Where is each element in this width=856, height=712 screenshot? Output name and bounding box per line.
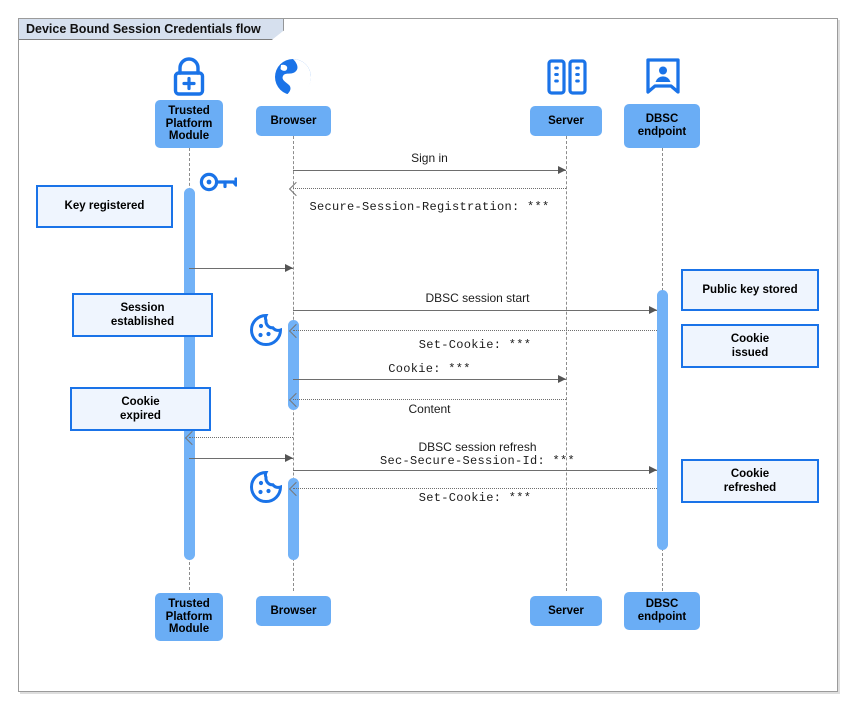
message-line-browser-to-tpm xyxy=(189,437,293,438)
message-arrowhead-dbsc-session-refresh xyxy=(649,466,657,474)
message-arrowhead-cookie xyxy=(558,375,566,383)
dbsc-bottom-line1: DBSC xyxy=(645,598,679,611)
participant-browser-label: Browser xyxy=(270,114,317,127)
globe-icon xyxy=(272,56,314,103)
participant-dbsc-bottom-label: DBSC endpoint xyxy=(638,598,687,624)
note-cookie-issued-label: Cookie issued xyxy=(731,332,769,361)
activation-browser-1 xyxy=(288,320,299,410)
participant-browser-bottom-label: Browser xyxy=(270,604,317,617)
message-line-dbsc-session-start xyxy=(293,310,657,311)
message-line-secure-session-registration xyxy=(293,188,566,189)
participant-server-label: Server xyxy=(548,114,584,127)
message-arrowhead-tpm-to-browser-2 xyxy=(285,454,293,462)
tpm-line2: Platform xyxy=(165,117,213,130)
message-line-sign-in xyxy=(293,170,566,171)
servers-icon xyxy=(546,56,588,103)
note-session-established-label: Session established xyxy=(111,301,174,330)
participant-browser-bottom[interactable]: Browser xyxy=(256,596,331,626)
participant-tpm-label: Trusted Platform Module xyxy=(166,105,213,144)
participant-tpm-bottom-label: Trusted Platform Module xyxy=(166,598,213,637)
note-cookie-refreshed: Cookie refreshed xyxy=(681,459,819,503)
message-line-tpm-to-browser-2 xyxy=(189,458,293,459)
activation-tpm xyxy=(184,188,195,560)
dbsc-line1: DBSC xyxy=(645,113,679,126)
message-line-cookie xyxy=(293,379,566,380)
cookie-icon xyxy=(249,313,283,352)
participant-dbsc-bottom[interactable]: DBSC endpoint xyxy=(624,592,700,630)
message-label-set-cookie-2: Set-Cookie: *** xyxy=(418,491,532,505)
message-arrowhead-dbsc-session-start xyxy=(649,306,657,314)
message-label-secure-session-registration: Secure-Session-Registration: *** xyxy=(309,200,550,214)
tpm-line1: Trusted xyxy=(168,104,210,117)
diagram-title: Device Bound Session Credentials flow xyxy=(19,19,284,40)
message-arrowhead-sign-in xyxy=(558,166,566,174)
message-line-set-cookie-2 xyxy=(293,488,657,489)
id-badge-icon xyxy=(643,55,683,102)
participant-server-bottom[interactable]: Server xyxy=(530,596,602,626)
note-public-key-stored: Public key stored xyxy=(681,269,819,311)
participant-server-top[interactable]: Server xyxy=(530,106,602,136)
message-line-content xyxy=(293,399,566,400)
tpm-bottom-line2: Platform xyxy=(165,610,213,623)
message-line-tpm-to-browser-1 xyxy=(189,268,293,269)
dbsc-line2: endpoint xyxy=(637,126,687,138)
participant-browser-top[interactable]: Browser xyxy=(256,106,331,136)
note-cookie-expired-label: Cookie expired xyxy=(120,395,161,424)
note-key-registered: Key registered xyxy=(36,185,173,228)
cookie-icon xyxy=(249,470,283,509)
participant-tpm-top[interactable]: Trusted Platform Module xyxy=(155,100,223,148)
note-cookie-expired-line2: expired xyxy=(120,410,161,422)
activation-browser-2 xyxy=(288,478,299,560)
participant-tpm-bottom[interactable]: Trusted Platform Module xyxy=(155,593,223,641)
lock-plus-icon xyxy=(167,54,211,105)
note-public-key-stored-label: Public key stored xyxy=(702,283,798,296)
message-label-sec-secure-session-id: Sec-Secure-Session-Id: *** xyxy=(379,454,576,468)
note-cookie-refreshed-line1: Cookie xyxy=(730,467,770,480)
message-label-content: Content xyxy=(408,402,451,416)
note-cookie-issued-line1: Cookie xyxy=(730,332,770,345)
participant-dbsc-label: DBSC endpoint xyxy=(638,113,687,139)
note-session-established-line1: Session xyxy=(120,301,165,314)
note-session-established: Session established xyxy=(72,293,213,337)
participant-dbsc-top[interactable]: DBSC endpoint xyxy=(624,104,700,148)
note-key-registered-label: Key registered xyxy=(64,200,145,213)
message-line-set-cookie-1 xyxy=(293,330,657,331)
tpm-bottom-line1: Trusted xyxy=(168,597,210,610)
participant-server-bottom-label: Server xyxy=(548,604,584,617)
message-label-cookie: Cookie: *** xyxy=(388,362,471,376)
note-cookie-refreshed-label: Cookie refreshed xyxy=(724,467,776,496)
note-session-established-line2: established xyxy=(110,316,175,328)
message-label-sign-in: Sign in xyxy=(411,151,448,165)
tpm-bottom-line3: Module xyxy=(168,623,210,636)
activation-dbsc xyxy=(657,290,668,550)
note-cookie-issued: Cookie issued xyxy=(681,324,819,368)
lifeline-server xyxy=(566,136,567,591)
key-icon xyxy=(199,170,238,199)
note-cookie-refreshed-line2: refreshed xyxy=(723,482,777,494)
note-cookie-expired: Cookie expired xyxy=(70,387,211,431)
message-label-set-cookie-1: Set-Cookie: *** xyxy=(418,338,532,352)
message-label-dbsc-session-refresh: DBSC session refresh xyxy=(418,440,537,454)
message-arrowhead-tpm-to-browser-1 xyxy=(285,264,293,272)
note-cookie-expired-line1: Cookie xyxy=(121,395,160,408)
tpm-line3: Module xyxy=(168,130,210,143)
message-line-dbsc-session-refresh xyxy=(293,470,657,471)
note-cookie-issued-line2: issued xyxy=(731,347,769,359)
dbsc-bottom-line2: endpoint xyxy=(637,611,687,623)
message-label-dbsc-session-start: DBSC session start xyxy=(425,291,530,305)
